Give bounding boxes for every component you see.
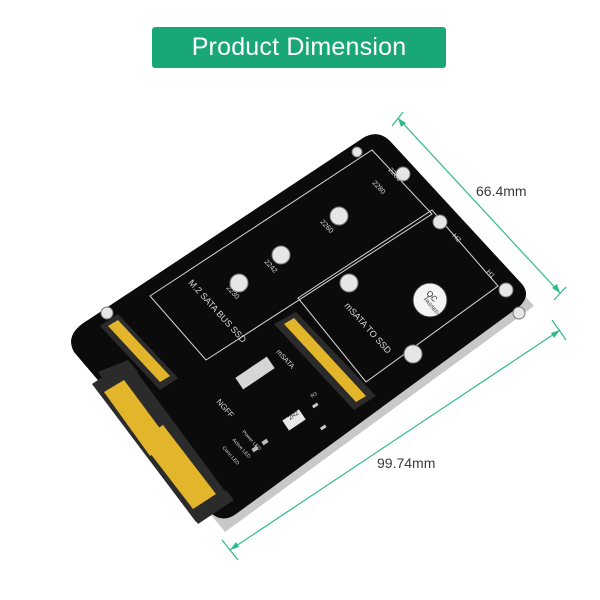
led-1: [251, 445, 259, 453]
silk-r3: R3: [310, 391, 319, 400]
smd-1: [311, 402, 319, 409]
jumper-header: [235, 356, 275, 390]
silk-2r2: 2R2: [288, 410, 301, 421]
width-ext-top: [391, 111, 404, 127]
arrow-length-right: [551, 330, 560, 338]
arrow-length-left: [230, 542, 239, 550]
standoff-h1: [498, 282, 514, 298]
banner-title: Product Dimension: [191, 33, 407, 61]
smd-2: [319, 424, 327, 431]
standoff-2230: [229, 273, 249, 293]
standoff-2260: [329, 206, 349, 226]
mounting-holes: [100, 146, 526, 364]
hole-top-left: [100, 306, 114, 320]
standoff-h2: [432, 214, 448, 230]
length-dimension-label: 99.74mm: [377, 455, 436, 471]
arrow-width-bottom: [552, 284, 560, 293]
inductor-2r2: [282, 409, 306, 431]
sata-gold-pins-power: [140, 425, 216, 509]
title-banner: Product Dimension: [152, 27, 446, 68]
qc-sticker: QC PASSED: [412, 282, 448, 318]
sata-connector-tab: [98, 360, 138, 386]
m2-slot-pins: [108, 320, 170, 382]
silk-h1: H1: [485, 269, 496, 280]
length-ext-right: [551, 319, 567, 341]
sata-connector: [92, 360, 234, 524]
silk-h2: H2: [451, 233, 462, 244]
components: [235, 356, 327, 453]
standoff-2280: [395, 166, 411, 182]
led-2: [261, 438, 269, 446]
width-dimension-line: [397, 117, 561, 294]
width-ext-bottom: [553, 286, 567, 301]
dimension-arrows: [230, 118, 560, 550]
qc-sticker-circle: [412, 282, 448, 318]
hole-top: [351, 146, 363, 158]
silkscreen-outlines: [149, 149, 499, 383]
standoff-msata-bottom: [403, 344, 423, 364]
m2-outline: [149, 149, 433, 361]
hole-right: [512, 306, 526, 320]
dimension-lines: [221, 111, 567, 561]
msata-slot: [274, 312, 376, 410]
sata-connector-tab2: [190, 490, 234, 524]
width-dimension-label: 66.4mm: [476, 183, 527, 199]
m2-slot: [100, 314, 178, 390]
msata-outline: [297, 209, 499, 383]
arrow-width-top: [398, 118, 406, 127]
standoff-msata-top: [339, 273, 359, 293]
msata-slot-pins: [284, 318, 366, 402]
length-dimension-line: [229, 329, 561, 551]
standoff-2242: [271, 245, 291, 265]
